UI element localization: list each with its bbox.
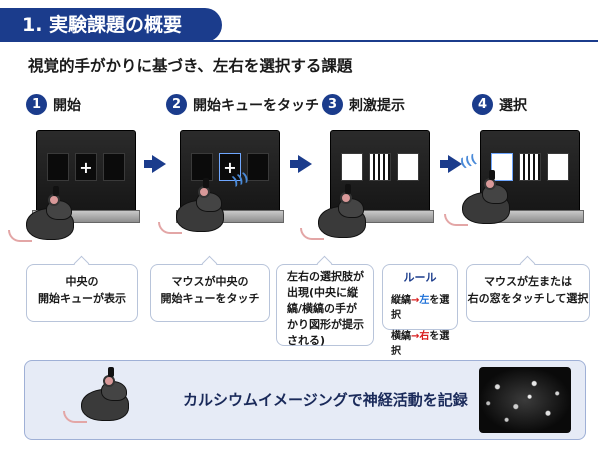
calcium-imaging-image <box>479 367 571 433</box>
left-window <box>341 153 363 181</box>
rule-action: を選択 <box>391 295 450 321</box>
rule-box: ルール 縦縞→左を選択 横縞→右を選択 <box>382 264 458 357</box>
title-underline <box>200 40 598 42</box>
rule-side-right: 右 <box>419 331 430 342</box>
step-3-header: 3 刺激提示 <box>322 94 405 115</box>
rule-cue-horizontal: 横縞 <box>391 331 411 342</box>
mouse-illustration <box>444 170 518 226</box>
rule-arrow: → <box>411 331 420 342</box>
center-grating-cue <box>369 153 391 181</box>
section-title: 1. 実験課題の概要 <box>0 8 222 42</box>
rule-side-left: 左 <box>419 295 430 306</box>
rule-arrow: → <box>411 295 420 306</box>
step-1-label: 開始 <box>53 97 81 114</box>
step-2-desc-line: 開始キューをタッチ <box>160 292 260 306</box>
step-4-desc-line: 右の窓をタッチして選択 <box>467 292 589 306</box>
step-4-desc-line: マウスが左または <box>484 275 572 288</box>
left-window <box>191 153 213 181</box>
start-cue-cross: + <box>79 158 93 177</box>
flow-arrow-stem <box>290 160 299 168</box>
mouse-illustration <box>158 178 232 234</box>
step-1-number: 1 <box>26 94 47 115</box>
step-3-scene <box>300 128 454 253</box>
right-window <box>247 153 269 181</box>
footer-caption: カルシウムイメージングで神経活動を記録 <box>183 391 468 409</box>
mouse-illustration <box>300 184 374 240</box>
step-3-number: 3 <box>322 94 343 115</box>
rule-cue-vertical: 縦縞 <box>391 295 411 306</box>
step-1-desc-line: 開始キューが表示 <box>38 292 126 306</box>
step-4-number: 4 <box>472 94 493 115</box>
step-2-header: 2 開始キューをタッチ <box>166 94 319 115</box>
rule-title: ルール <box>403 271 437 284</box>
rule-line-vertical: 縦縞→左を選択 <box>391 291 457 321</box>
step-3-desc-line: される) <box>287 333 326 347</box>
center-window: + <box>219 153 241 181</box>
step-3-desc-line: 左右の選択肢が <box>287 270 364 283</box>
step-4-description: マウスが左または 右の窓をタッチして選択 <box>466 264 590 322</box>
imaging-mouse-illustration <box>63 367 137 423</box>
step-2-label: 開始キューをタッチ <box>193 97 319 114</box>
flow-arrow-2 <box>298 155 312 173</box>
rule-line-horizontal: 横縞→右を選択 <box>391 327 457 357</box>
step-1-desc-line: 中央の <box>65 275 99 288</box>
step-3-desc-line: 出現(中央に縦 <box>287 285 359 299</box>
right-window <box>547 153 569 181</box>
step-3-desc-line: 縞/横縞の手が <box>287 301 358 315</box>
left-window <box>491 153 513 181</box>
page-subtitle: 視覚的手がかりに基づき、左右を選択する課題 <box>28 57 353 75</box>
step-2-number: 2 <box>166 94 187 115</box>
step-1-header: 1 開始 <box>26 94 81 115</box>
step-2-description: マウスが中央の 開始キューをタッチ <box>150 264 270 322</box>
step-3-desc-line: かり図形が提示 <box>287 317 364 331</box>
step-4-header: 4 選択 <box>472 94 527 115</box>
step-2-scene: + ))) <box>158 128 304 253</box>
flow-arrow-stem <box>440 160 449 168</box>
step-1-description: 中央の 開始キューが表示 <box>26 264 138 322</box>
flow-arrow-3 <box>448 155 462 173</box>
right-window <box>103 153 125 181</box>
rule-action: を選択 <box>391 331 450 357</box>
mouse-illustration <box>8 186 82 242</box>
step-2-desc-line: マウスが中央の <box>171 275 249 288</box>
imaging-footer-panel: カルシウムイメージングで神経活動を記録 <box>24 360 586 440</box>
flow-arrow-1 <box>152 155 166 173</box>
step-1-scene: + <box>8 128 160 253</box>
center-grating-cue <box>519 153 541 181</box>
step-3-description: 左右の選択肢が 出現(中央に縦 縞/横縞の手が かり図形が提示 される) <box>276 264 374 347</box>
right-window <box>397 153 419 181</box>
step-4-label: 選択 <box>499 97 527 114</box>
flow-arrow-stem <box>144 160 153 168</box>
touchscreen-chamber: + <box>180 130 280 214</box>
center-window: + <box>75 153 97 181</box>
start-cue-cross: + <box>223 158 237 177</box>
step-3-label: 刺激提示 <box>349 97 405 114</box>
left-window <box>47 153 69 181</box>
step-4-scene: ((( <box>444 128 604 253</box>
